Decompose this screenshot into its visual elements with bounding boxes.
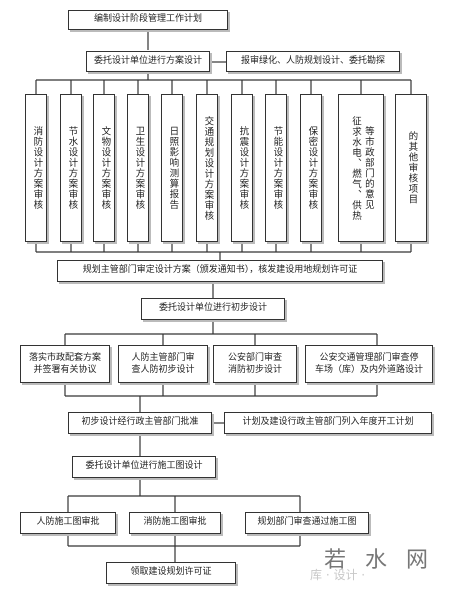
- step-preliminary-design: 委托设计单位进行初步设计: [141, 298, 285, 320]
- watermark-logo: 若 水 网: [324, 548, 434, 573]
- review-municipal-opinions: 征求水电、燃气、供热 等市政部门的意见: [338, 94, 384, 242]
- step-approve-scheme: 规划主管部门审定设计方案（颁发通知书），核发建设用地规划许可证: [57, 260, 383, 282]
- approval-fire-drawings: 消防施工图审批: [129, 512, 221, 534]
- review-sunlight-impact: 日照影响测算报告: [161, 94, 183, 242]
- review-hygiene: 卫生设计方案审核: [127, 94, 149, 242]
- approval-planning-drawings: 规划部门审查通过施工图: [245, 512, 369, 534]
- review-hygiene-label: 卫生设计方案审核: [133, 126, 145, 210]
- review-traffic-planning-label: 交通规划设计方案审核: [202, 115, 214, 221]
- step-scheme-design: 委托设计单位进行方案设计: [86, 51, 210, 72]
- review-cultural-relics-label: 文物设计方案审核: [99, 126, 111, 210]
- step-scheme-design-label: 委托设计单位进行方案设计: [93, 55, 202, 66]
- review-confidentiality-label: 保密设计方案审核: [306, 126, 318, 210]
- step-scheme-design-side-label: 报审绿化、人防规划设计、委托勘探: [240, 55, 385, 66]
- review-municipal-opinions-line2: 等市政部门的意见: [362, 126, 374, 210]
- step-approve-scheme-label: 规划主管部门审定设计方案（颁发通知书），核发建设用地规划许可证: [82, 265, 358, 276]
- watermark-small: 库 · 设计 ·: [310, 568, 366, 582]
- step-construction-drawings: 委托设计单位进行施工图设计: [72, 456, 216, 478]
- review-municipal-opinions-line1: 征求水电、燃气、供热: [350, 115, 361, 221]
- step-obtain-permit: 领取建设规划许可证: [106, 562, 236, 584]
- review-other-items-label: 的其他审核项目: [406, 131, 418, 205]
- approval-civil-defense-drawings-label: 人防施工图审批: [36, 517, 100, 528]
- review-seismic: 抗震设计方案审核: [231, 94, 253, 242]
- step-annual-construction-plan-label: 计划及建设行政主管部门列入年度开工计划: [242, 417, 414, 428]
- approval-planning-drawings-label: 规划部门审查通过施工图: [257, 517, 357, 528]
- approval-civil-defense-drawings: 人防施工图审批: [20, 512, 116, 534]
- review-water-saving-label: 节水设计方案审核: [66, 126, 78, 210]
- prelim-civil-defense-line2: 查人防初步设计: [131, 365, 195, 375]
- step-obtain-permit-label: 领取建设规划许可证: [130, 567, 212, 578]
- step-scheme-design-side: 报审绿化、人防规划设计、委托勘探: [226, 51, 400, 72]
- prelim-traffic-parking: 公安交通管理部门审查停 车场（库）及内外道路设计: [305, 345, 433, 383]
- prelim-municipal-supporting-line2: 并签署有关协议: [33, 365, 97, 375]
- review-cultural-relics: 文物设计方案审核: [93, 94, 115, 242]
- review-seismic-label: 抗震设计方案审核: [237, 126, 249, 210]
- prelim-fire-protection-line1: 公安部门审查: [227, 352, 282, 363]
- prelim-fire-protection-line2: 消防初步设计: [227, 365, 282, 375]
- approval-fire-drawings-label: 消防施工图审批: [143, 517, 207, 528]
- review-traffic-planning: 交通规划设计方案审核: [196, 94, 218, 242]
- step-construction-drawings-label: 委托设计单位进行施工图设计: [85, 461, 203, 472]
- review-energy-saving: 节能设计方案审核: [265, 94, 287, 242]
- prelim-civil-defense-line1: 人防主管部门审: [131, 352, 195, 363]
- prelim-civil-defense: 人防主管部门审 查人防初步设计: [118, 345, 208, 383]
- step-prelim-approved: 初步设计经行政主管部门批准: [68, 412, 212, 434]
- step-plan-design-management-label: 编制设计阶段管理工作计划: [93, 14, 202, 25]
- step-preliminary-design-label: 委托设计单位进行初步设计: [158, 303, 267, 314]
- step-plan-design-management: 编制设计阶段管理工作计划: [68, 10, 228, 30]
- review-water-saving: 节水设计方案审核: [60, 94, 82, 242]
- review-energy-saving-label: 节能设计方案审核: [271, 126, 283, 210]
- step-prelim-approved-label: 初步设计经行政主管部门批准: [81, 417, 199, 428]
- prelim-fire-protection: 公安部门审查 消防初步设计: [213, 345, 297, 383]
- step-annual-construction-plan: 计划及建设行政主管部门列入年度开工计划: [224, 412, 432, 434]
- prelim-municipal-supporting: 落实市政配套方案 并签署有关协议: [20, 345, 110, 383]
- prelim-traffic-parking-line2: 车场（库）及内外道路设计: [314, 365, 423, 375]
- prelim-traffic-parking-line1: 公安交通管理部门审查停: [319, 352, 419, 363]
- review-fire-protection: 消防设计方案审核: [25, 94, 47, 242]
- review-other-items: 的其他审核项目: [395, 94, 427, 242]
- prelim-municipal-supporting-line1: 落实市政配套方案: [28, 352, 101, 363]
- review-confidentiality: 保密设计方案审核: [300, 94, 322, 242]
- review-sunlight-impact-label: 日照影响测算报告: [167, 126, 179, 210]
- review-fire-protection-label: 消防设计方案审核: [31, 126, 43, 210]
